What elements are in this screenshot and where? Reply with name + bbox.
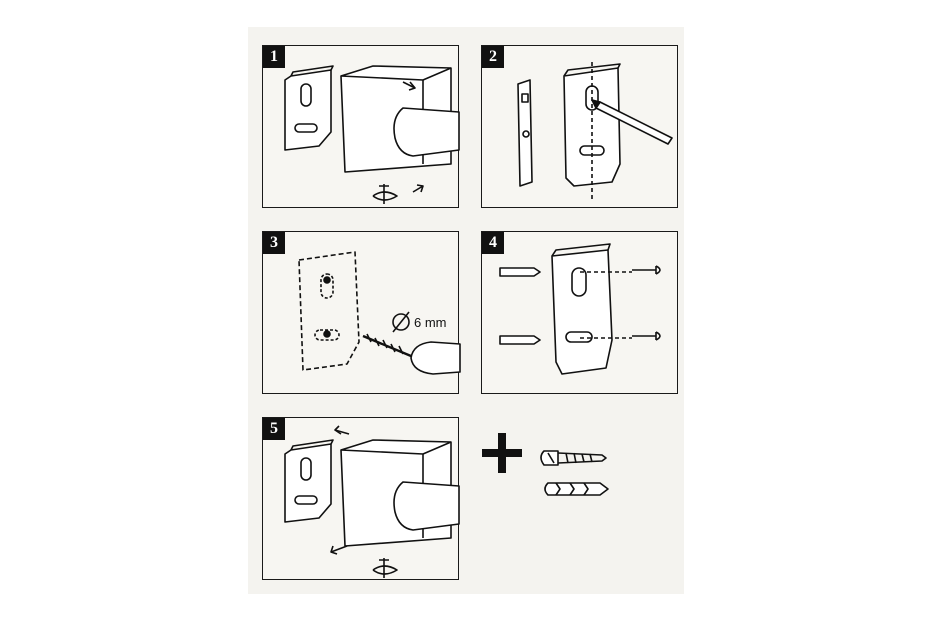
wall-plug-icon <box>499 267 541 277</box>
plus-icon <box>482 433 522 473</box>
screw-icon <box>540 450 559 466</box>
instruction-sheet: 1 2 <box>248 27 684 594</box>
drill-size-label: 6 mm <box>414 315 447 330</box>
step-1-illustration <box>284 65 460 204</box>
towel-bar-icon <box>393 107 460 157</box>
hardware-illustration <box>482 433 609 496</box>
step-4-panel: 4 <box>481 231 678 394</box>
wall-plug-icon <box>544 482 609 496</box>
screw-icon <box>632 265 661 275</box>
step-5-illustration <box>284 425 460 578</box>
step-2-illustration <box>517 62 673 202</box>
step-2-number: 2 <box>482 46 504 68</box>
wall-plug-icon <box>499 335 541 345</box>
step-5-panel: 5 <box>262 417 460 580</box>
step-3-number: 3 <box>263 232 285 254</box>
step-1-panel: 1 <box>262 45 460 208</box>
screw-icon <box>632 331 661 341</box>
spirit-level-icon <box>517 79 533 187</box>
included-hardware <box>478 417 678 580</box>
step-3-illustration: 6 mm <box>298 251 461 375</box>
step-2-panel: 2 <box>481 45 678 208</box>
wall-bracket-icon <box>284 443 332 523</box>
screwdriver-icon <box>379 558 389 578</box>
bracket-outline <box>298 251 360 371</box>
screwdriver-icon <box>379 184 389 204</box>
towel-bar-icon <box>393 481 460 531</box>
step-5-number: 5 <box>263 418 285 440</box>
step-4-number: 4 <box>482 232 504 254</box>
step-1-number: 1 <box>263 46 285 68</box>
drill-icon <box>410 341 461 375</box>
step-4-illustration <box>499 243 661 375</box>
step-3-panel: 3 6 mm <box>262 231 461 394</box>
wall-bracket-icon <box>284 69 332 151</box>
